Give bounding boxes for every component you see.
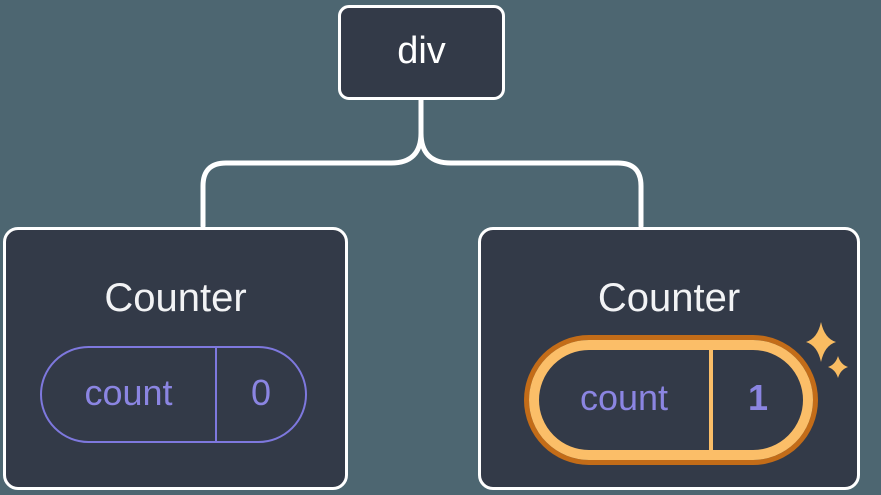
state-pill-value-segment: 1 [713, 350, 803, 450]
state-pill-key-segment: count [42, 348, 217, 441]
state-pill-key-segment: count [539, 350, 713, 450]
sparkle-large [806, 322, 836, 362]
root-node-label: div [397, 29, 446, 72]
state-pill: count 0 [40, 346, 307, 443]
sparkle-small [828, 356, 848, 378]
state-value-label: 0 [250, 371, 272, 413]
connector-left-branch [200, 97, 424, 229]
state-pill-highlighted: count 1 [529, 340, 813, 460]
state-key-label: count [84, 371, 173, 413]
state-key-label: count [579, 377, 669, 418]
state-pill-value-segment: 0 [217, 348, 305, 441]
counter-card-title: Counter [597, 276, 741, 320]
counter-card-right: Counter count 1 [478, 227, 860, 490]
state-value-label: 1 [747, 377, 769, 418]
counter-card-title: Counter [104, 276, 247, 320]
connector-right-branch [418, 130, 644, 229]
tree-root-node: div [338, 5, 505, 100]
counter-card-left: Counter count 0 [3, 227, 348, 490]
